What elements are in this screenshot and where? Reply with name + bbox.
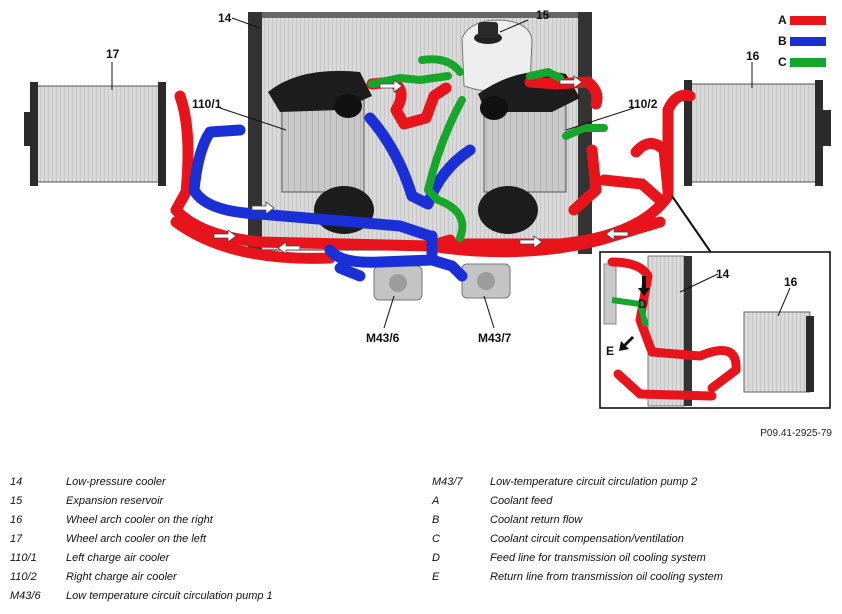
inset-callout-feed-line: D <box>638 297 647 311</box>
key-row: 110/2 Right charge air cooler <box>10 571 273 590</box>
callout-left-charge-air-cooler: 110/1 <box>192 97 222 111</box>
key-code: M43/6 <box>10 590 41 602</box>
key-row: 17 Wheel arch cooler on the left <box>10 533 273 552</box>
key-text: Coolant return flow <box>490 514 583 526</box>
key-table-right: M43/7 Low-temperature circuit circulation… <box>432 476 723 590</box>
document-id: P09.41-2925-79 <box>760 428 832 439</box>
key-text: Wheel arch cooler on the right <box>66 514 213 526</box>
legend-swatch-a <box>790 16 826 25</box>
key-code: E <box>432 571 440 583</box>
key-row: B Coolant return flow <box>432 514 723 533</box>
key-row: D Feed line for transmission oil cooling … <box>432 552 723 571</box>
key-row: M43/7 Low-temperature circuit circulation… <box>432 476 723 495</box>
key-code: 14 <box>10 476 23 488</box>
key-code: 15 <box>10 495 23 507</box>
key-text: Low-temperature circuit circulation pump… <box>490 476 698 488</box>
key-code: 110/2 <box>10 571 37 583</box>
key-text: Low-pressure cooler <box>66 476 166 488</box>
feed-line-arrow-icon <box>638 276 650 296</box>
key-code: B <box>432 514 440 526</box>
key-text: Right charge air cooler <box>66 571 177 583</box>
inset-callout-wheel-arch-cooler-right: 16 <box>784 275 798 289</box>
circulation-pump-1 <box>373 265 423 301</box>
coolant-return-lines <box>188 112 476 282</box>
key-code: M43/7 <box>432 476 463 488</box>
legend-letter-b: B <box>778 34 787 48</box>
key-row: 16 Wheel arch cooler on the right <box>10 514 273 533</box>
callout-wheel-arch-cooler-right: 16 <box>746 49 760 63</box>
wheel-arch-cooler-right <box>684 80 831 186</box>
key-row: E Return line from transmission oil cooli… <box>432 571 723 590</box>
key-text: Low temperature circuit circulation pump… <box>66 590 273 602</box>
right-charge-air-cooler <box>478 71 580 234</box>
callout-circulation-pump-1: M43/6 <box>366 331 400 345</box>
flow-arrows <box>213 75 629 255</box>
callout-right-charge-air-cooler: 110/2 <box>628 97 658 111</box>
circulation-pump-2 <box>461 263 511 299</box>
callout-leaders <box>111 17 791 329</box>
color-legend: A B C <box>778 13 826 69</box>
key-row: 110/1 Left charge air cooler <box>10 552 273 571</box>
key-code: A <box>432 495 440 507</box>
key-text: Wheel arch cooler on the left <box>66 533 207 545</box>
inset-detail <box>599 195 831 409</box>
key-text: Coolant circuit compensation/ventilation <box>490 533 684 545</box>
legend-letter-a: A <box>778 13 787 27</box>
legend-letter-c: C <box>778 55 787 69</box>
cooling-system-diagram: 14 15 17 16 110/1 110/2 M43/6 M43/7 14 1… <box>24 8 831 409</box>
key-row: A Coolant feed <box>432 495 723 514</box>
key-code: 16 <box>10 514 23 526</box>
key-table-left: 14 Low-pressure cooler 15 Expansion reserv… <box>10 476 273 609</box>
inset-callout-return-line: E <box>606 344 614 358</box>
key-row: C Coolant circuit compensation/ventilatio… <box>432 533 723 552</box>
key-text: Feed line for transmission oil cooling s… <box>490 552 706 564</box>
legend-swatch-c <box>790 58 826 67</box>
key-code: 17 <box>10 533 23 545</box>
key-text: Coolant feed <box>490 495 553 507</box>
callout-expansion-reservoir: 15 <box>536 8 550 22</box>
wheel-arch-cooler-left <box>24 82 166 186</box>
key-text: Expansion reservoir <box>66 495 164 507</box>
key-row: M43/6 Low temperature circuit circulation… <box>10 590 273 609</box>
coolant-ventilation-lines <box>368 55 608 242</box>
key-text: Left charge air cooler <box>66 552 170 564</box>
callout-low-pressure-cooler: 14 <box>218 11 232 25</box>
legend-swatch-b <box>790 37 826 46</box>
return-line-arrow-icon <box>619 336 634 351</box>
key-code: 110/1 <box>10 552 37 564</box>
key-code: C <box>432 533 440 545</box>
callout-circulation-pump-2: M43/7 <box>478 331 512 345</box>
callout-wheel-arch-cooler-left: 17 <box>106 47 120 61</box>
key-row: 15 Expansion reservoir <box>10 495 273 514</box>
key-row: 14 Low-pressure cooler <box>10 476 273 495</box>
key-code: D <box>432 552 440 564</box>
key-text: Return line from transmission oil coolin… <box>490 571 723 583</box>
inset-callout-low-pressure-cooler: 14 <box>716 267 730 281</box>
